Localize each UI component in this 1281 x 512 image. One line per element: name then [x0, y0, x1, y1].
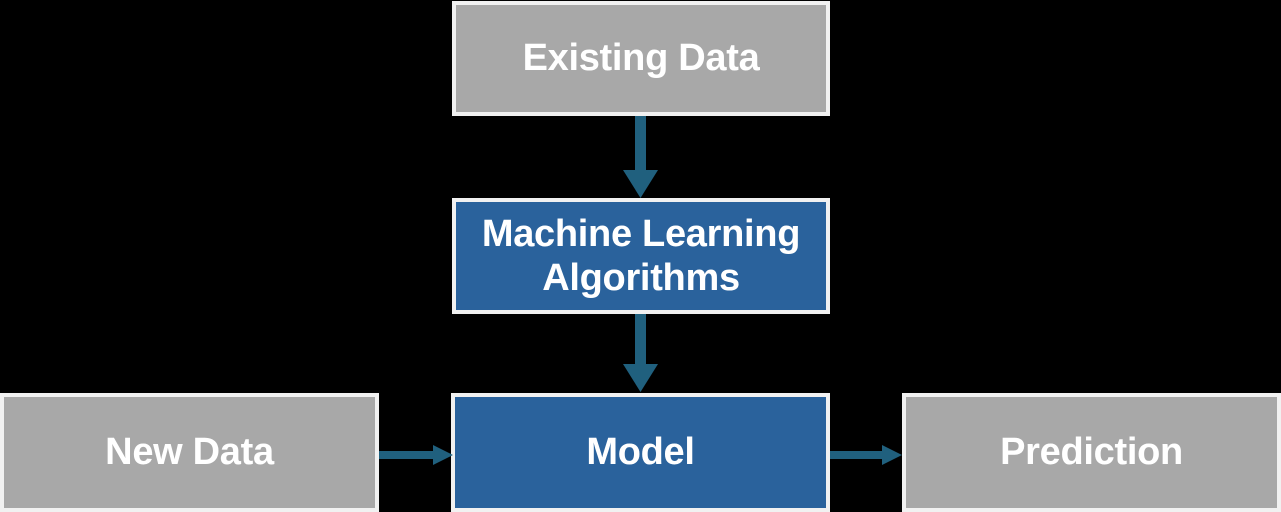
arrow-down-shape [623, 314, 658, 392]
node-new-data: New Data [0, 393, 379, 512]
node-prediction-label: Prediction [1000, 431, 1183, 474]
node-existing-data-label: Existing Data [522, 37, 760, 80]
arrow-right-icon [830, 445, 902, 465]
arrow-down-icon [623, 116, 658, 198]
node-machine-learning-algorithms-label: Machine Learning Algorithms [481, 212, 801, 299]
arrow-right-shape [830, 445, 902, 465]
arrow-down-shape [623, 116, 658, 198]
node-model: Model [451, 393, 830, 512]
node-machine-learning-algorithms: Machine Learning Algorithms [452, 198, 830, 314]
node-existing-data: Existing Data [452, 1, 830, 116]
node-model-label: Model [586, 431, 695, 474]
arrow-right-shape [379, 445, 453, 465]
node-prediction: Prediction [902, 393, 1281, 512]
node-new-data-label: New Data [105, 431, 274, 474]
arrow-down-icon [623, 314, 658, 392]
arrow-right-icon [379, 445, 453, 465]
